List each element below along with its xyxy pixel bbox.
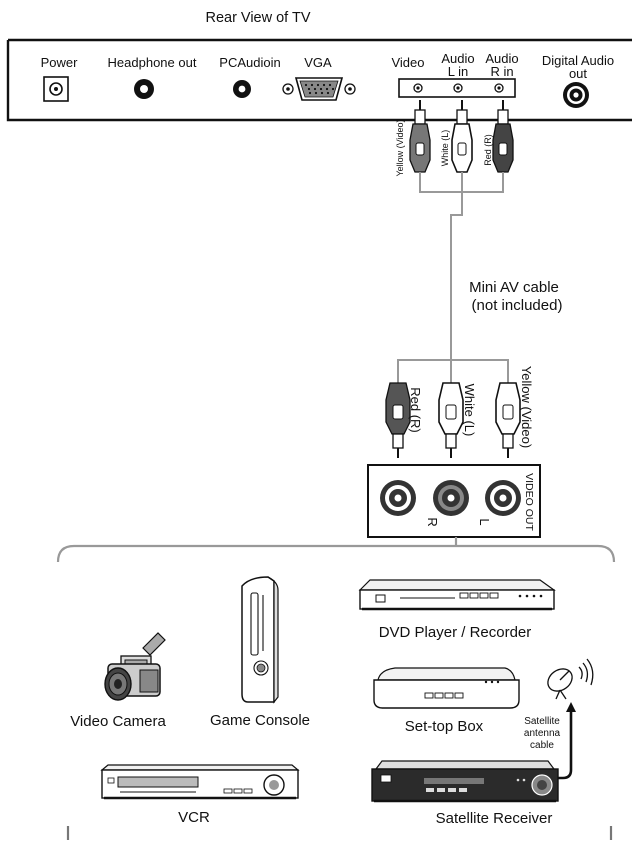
device-bracket — [56, 537, 616, 840]
cable-label-1: Mini AV cable — [469, 279, 559, 296]
bottom-plugs: Red (R) White (L) Yellow (Video) — [385, 366, 534, 458]
vcr-illustration — [100, 764, 300, 800]
audio-r-label-2: R in — [490, 64, 513, 79]
settop-box-illustration — [373, 667, 520, 709]
pc-audio-label: PCAudioin — [219, 55, 280, 70]
pc-audio-port: PCAudioin — [219, 55, 281, 98]
bottom-plug-red — [385, 382, 411, 458]
bottom-plug-white — [438, 382, 464, 458]
video-out-title: VIDEO OUT — [523, 473, 535, 531]
headphone-port: Headphone out — [108, 55, 197, 99]
video-in-label: Video — [391, 55, 424, 70]
satellite-receiver-illustration — [371, 760, 559, 803]
antenna-label-3: cable — [530, 740, 554, 751]
bottom-plug-yellow — [495, 382, 521, 458]
console-label: Game Console — [210, 712, 310, 729]
game-console-illustration — [241, 576, 279, 704]
audio-r-label-1: Audio — [485, 51, 518, 66]
top-plugs: Yellow (Video) White (L) Red (R) — [395, 100, 514, 177]
mini-av-cable — [397, 172, 509, 383]
video-out-box: R L VIDEO OUT — [367, 464, 541, 538]
power-port: Power — [41, 55, 79, 102]
digital-audio-port: Digital Audio out — [542, 53, 614, 108]
top-plug-white — [451, 100, 473, 173]
video-out-r-label: R — [425, 517, 440, 526]
bottom-plug-white-label: White (L) — [462, 384, 477, 437]
dvd-player-illustration — [358, 579, 556, 611]
dvd-label: DVD Player / Recorder — [379, 624, 532, 641]
camera-label: Video Camera — [70, 713, 166, 730]
video-camera-illustration — [104, 632, 166, 701]
bottom-plug-red-label: Red (R) — [408, 387, 423, 433]
top-plug-yellow-label: Yellow (Video) — [395, 119, 405, 176]
digital-audio-label-1: Digital Audio — [542, 53, 614, 68]
audio-l-label-1: Audio — [441, 51, 474, 66]
bottom-plug-yellow-label: Yellow (Video) — [519, 366, 534, 448]
cable-label-2: (not included) — [472, 297, 563, 314]
vga-port: VGA — [282, 55, 356, 101]
top-plug-red-label: Red (R) — [483, 134, 493, 166]
audio-l-label-2: L in — [448, 64, 468, 79]
headphone-label: Headphone out — [108, 55, 197, 70]
antenna-cable-arrow — [552, 702, 576, 780]
vcr-label: VCR — [178, 809, 210, 826]
satellite-dish-icon — [547, 658, 594, 700]
digital-audio-label-2: out — [569, 66, 587, 81]
diagram-title: Rear View of TV — [205, 10, 310, 26]
satellite-receiver-label: Satellite Receiver — [436, 810, 553, 827]
av-input-ports: Video Audio L in Audio R in — [391, 51, 519, 98]
top-plug-red — [492, 100, 514, 173]
top-plug-yellow — [409, 100, 431, 173]
antenna-label-1: Satellite — [524, 716, 560, 727]
video-out-l-label: L — [477, 518, 492, 525]
antenna-label-2: antenna — [524, 728, 561, 739]
settop-label: Set-top Box — [405, 718, 484, 735]
tv-rear-panel: Power Headphone out PCAudioin VGA — [6, 38, 632, 122]
top-plug-white-label: White (L) — [440, 130, 450, 167]
power-label: Power — [41, 55, 79, 70]
vga-label: VGA — [304, 55, 332, 70]
